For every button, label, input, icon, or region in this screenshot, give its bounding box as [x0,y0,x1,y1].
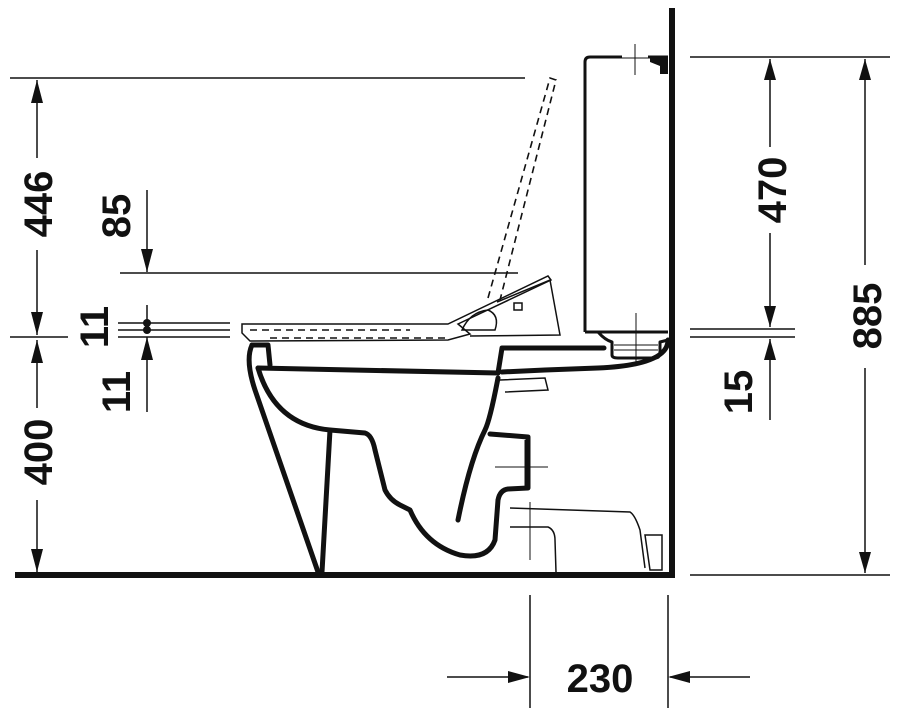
dimension-15: 15 [717,339,776,420]
dim-label-470: 470 [751,157,795,224]
dim-label-85: 85 [95,194,139,239]
extension-lines [10,56,890,708]
dimension-446: 446 [17,80,61,335]
dim-label-446: 446 [17,171,61,238]
dimension-400: 400 [17,340,61,572]
dimension-470: 470 [751,59,795,327]
dim-label-885: 885 [846,283,890,350]
dim-label-400: 400 [17,419,61,486]
toilet-bowl [246,337,671,575]
dim-label-15: 15 [717,370,761,415]
dimension-85: 85 [95,190,153,272]
cistern [583,44,669,362]
dimension-230: 230 [447,657,750,701]
dimension-885: 885 [846,59,890,573]
seat-assembly [241,76,561,342]
dim-label-11-bottom: 11 [95,371,139,413]
dim-label-11-top: 11 [73,306,117,348]
dimension-11: 11 11 [73,305,153,413]
dim-label-230: 230 [567,657,634,701]
